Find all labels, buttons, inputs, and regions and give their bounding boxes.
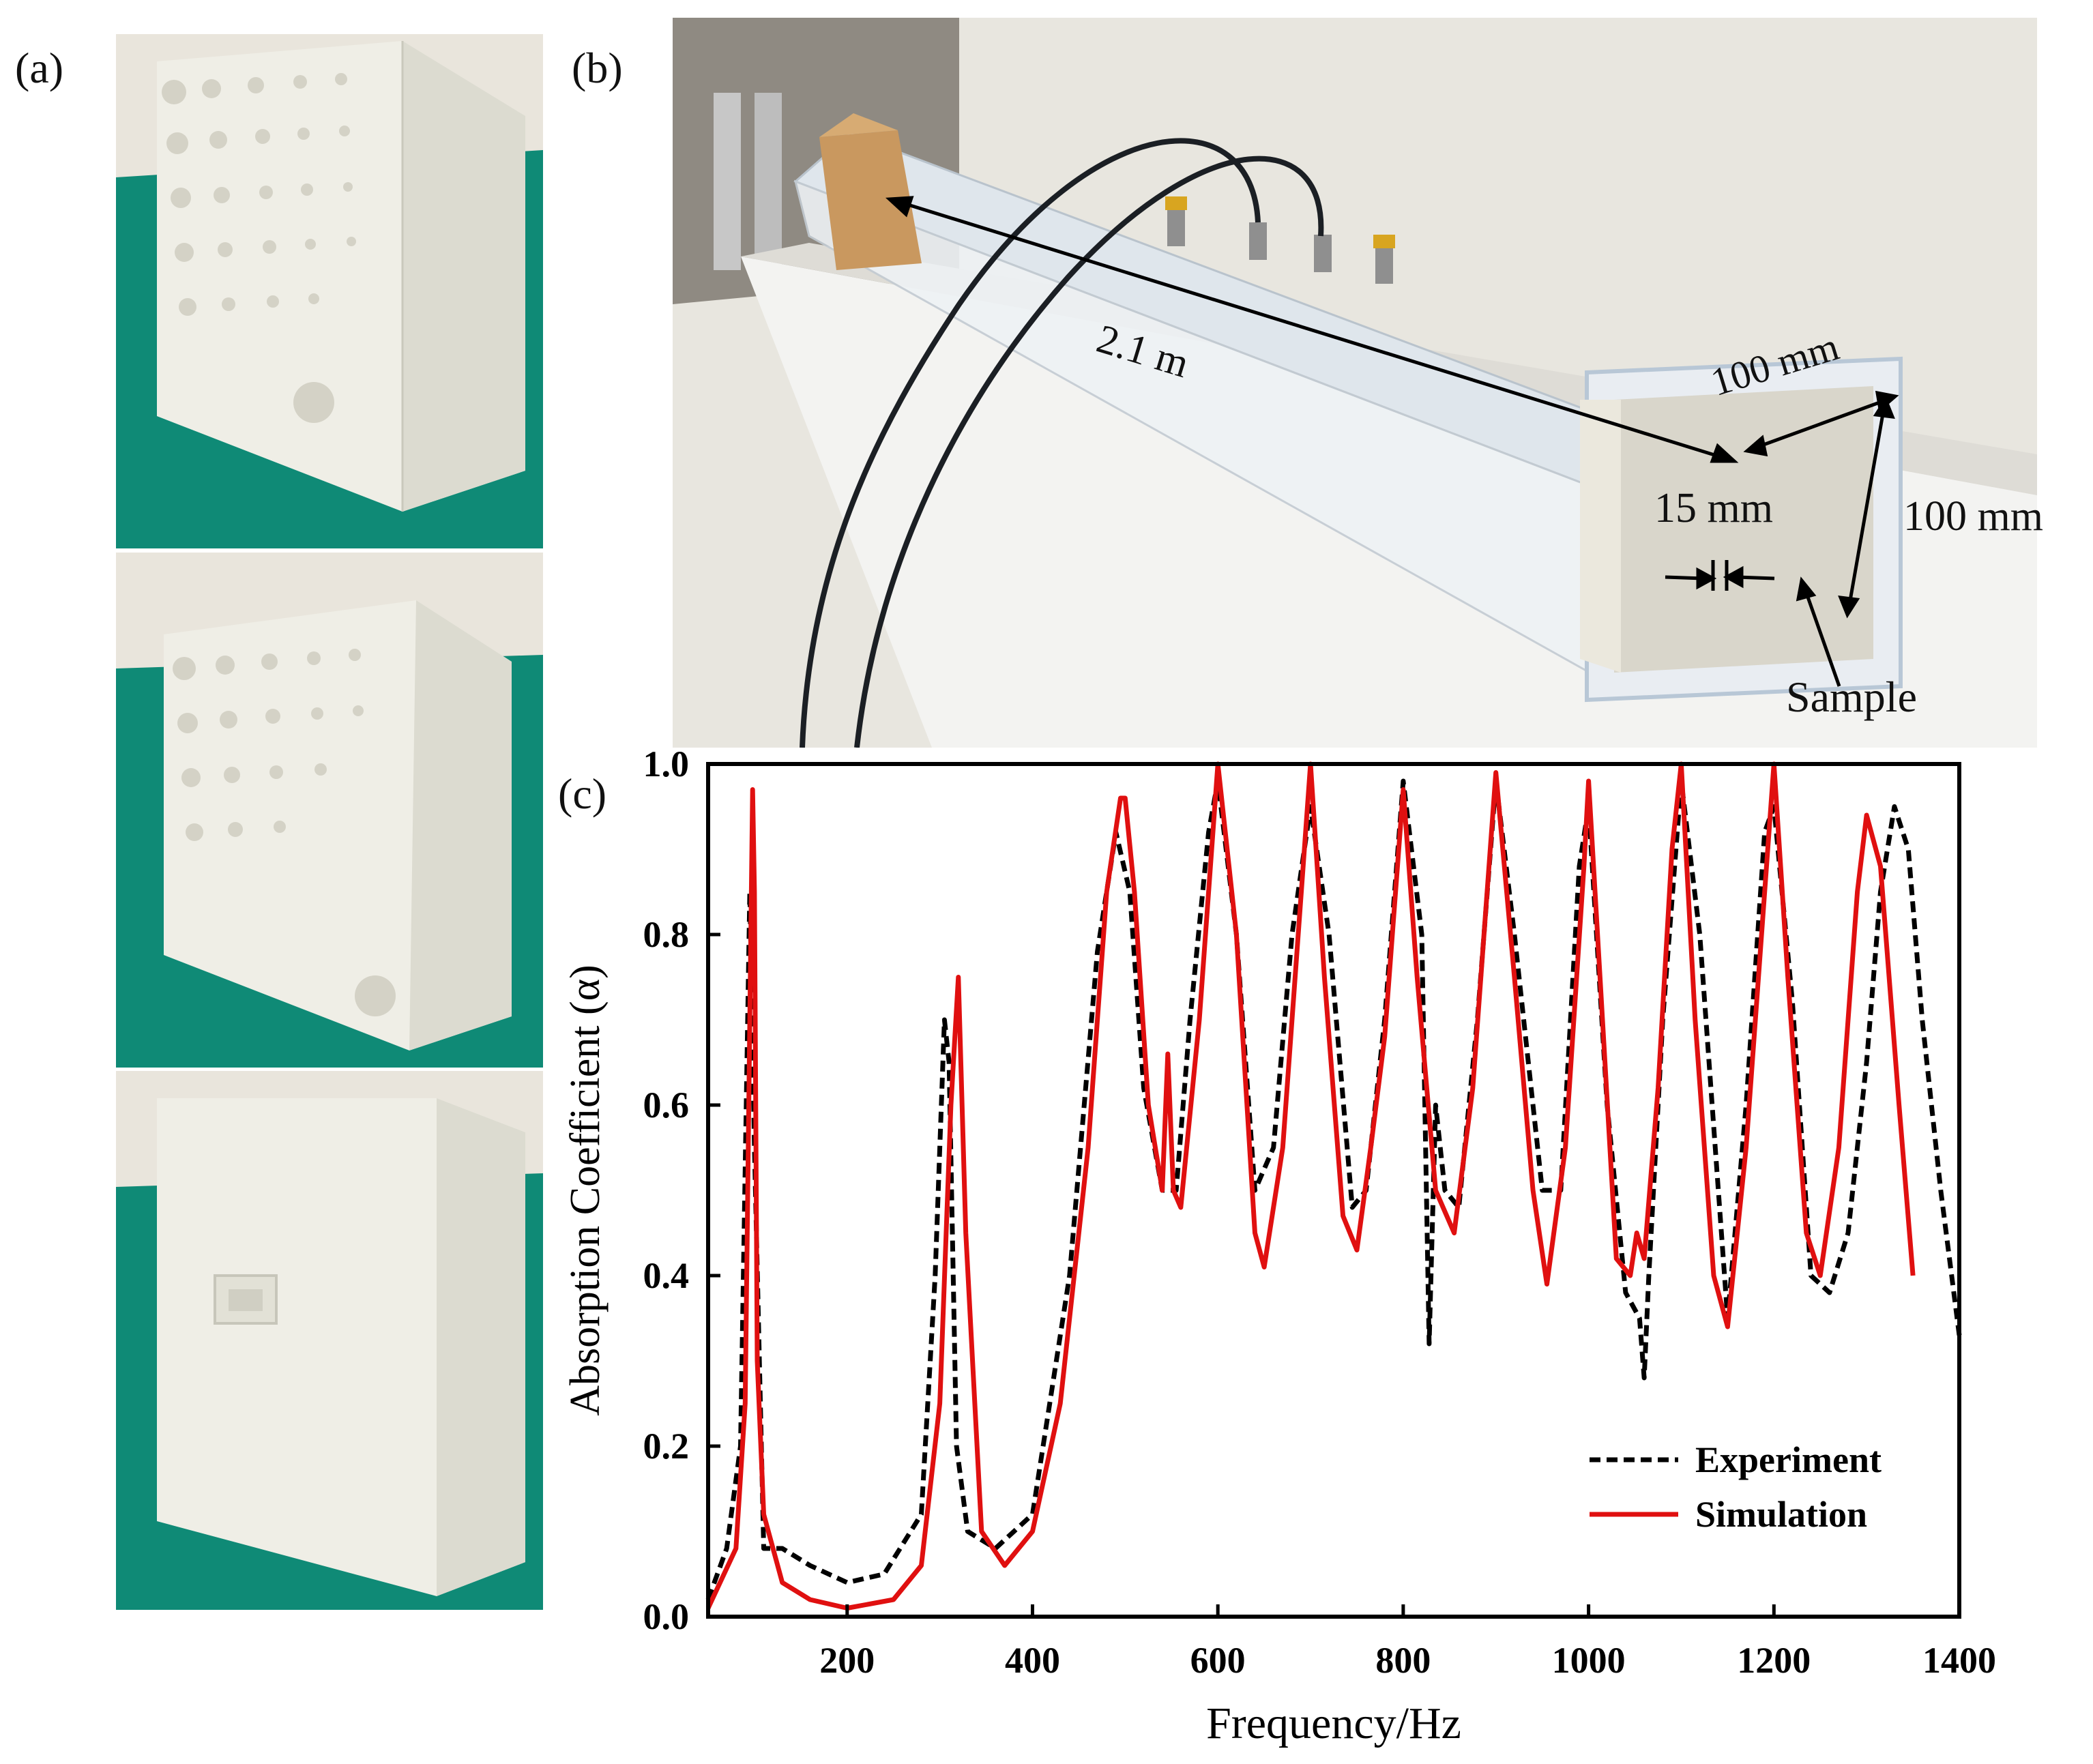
x-tick-label: 1400 [1922, 1640, 1996, 1681]
x-tick-label: 800 [1375, 1640, 1431, 1681]
sample-photo-middle [116, 553, 543, 1068]
x-tick-label: 1000 [1552, 1640, 1626, 1681]
y-tick-label: 0.0 [643, 1596, 690, 1637]
y-tick-label: 0.8 [643, 914, 690, 955]
legend-label-simulation: Simulation [1695, 1494, 1867, 1535]
plot-frame [706, 762, 1961, 1619]
x-axis-label: Frequency/Hz [1206, 1699, 1461, 1748]
panel-a-label: (a) [15, 44, 64, 92]
x-tick-label: 600 [1190, 1640, 1246, 1681]
thickness-annotation: 15 mm [1654, 485, 1773, 531]
y-tick-label: 0.2 [643, 1426, 690, 1467]
legend-label-experiment: Experiment [1695, 1439, 1882, 1480]
y-tick-label: 0.4 [643, 1255, 690, 1296]
panel-c-label: (c) [558, 769, 607, 818]
panel-b-label: (b) [572, 44, 623, 92]
y-tick-label: 1.0 [643, 744, 690, 784]
sample-photo-back [116, 1071, 543, 1610]
y-axis-label: Absorption Coefficient (α) [562, 965, 609, 1416]
y-tick-label: 0.6 [643, 1085, 690, 1126]
sample-annotation: Sample [1786, 673, 1917, 721]
x-tick-label: 1200 [1737, 1640, 1811, 1681]
sample-photo-front [116, 34, 543, 548]
height-annotation: 100 mm [1903, 493, 2043, 540]
impedance-tube-photo [673, 18, 2037, 748]
x-tick-label: 200 [819, 1640, 875, 1681]
x-tick-label: 400 [1005, 1640, 1060, 1681]
series-line-simulation [705, 761, 1916, 1611]
